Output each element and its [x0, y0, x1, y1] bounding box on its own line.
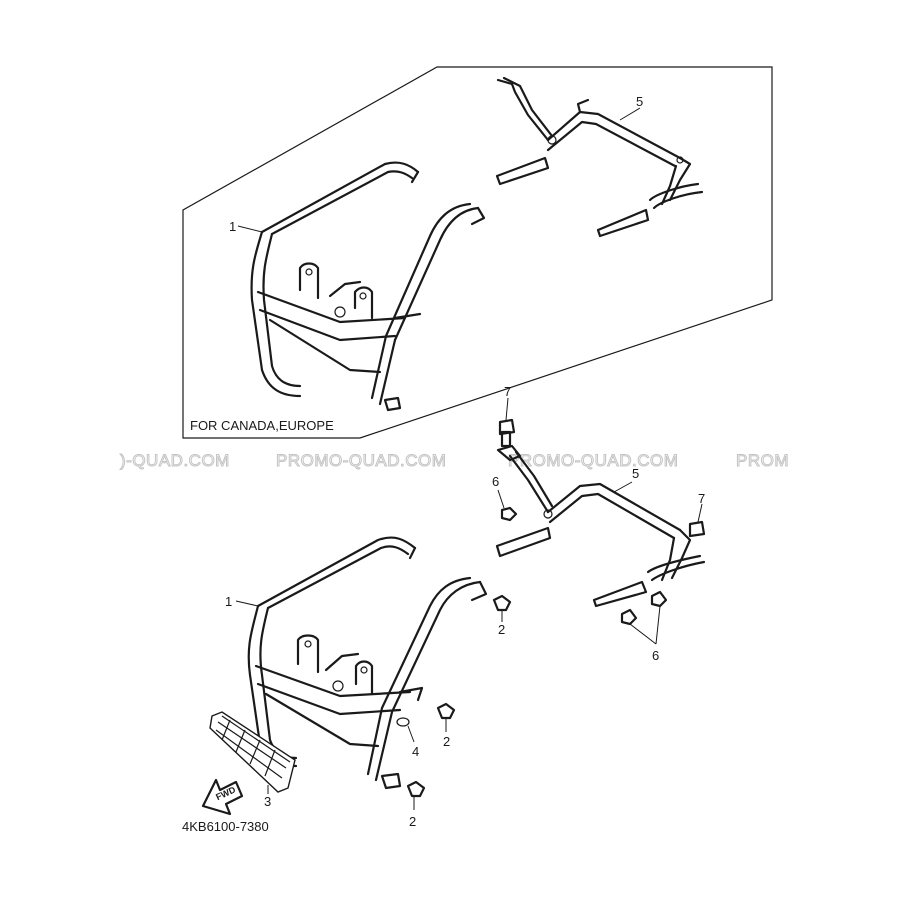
watermark-band: )-QUAD.COM PROMO-QUAD.COM PROMO-QUAD.COM… — [120, 451, 790, 471]
bolt-bottom-callout: 2 — [409, 814, 416, 829]
rear-rack: 5 — [495, 430, 706, 608]
inset-guard-callout: 1 — [229, 219, 236, 234]
grille-callout: 3 — [264, 794, 271, 809]
inset-rack-callout: 5 — [636, 94, 643, 109]
nut-right: 6 — [620, 590, 668, 663]
rack-callout: 5 — [632, 466, 639, 481]
bolt-mid: 2 — [436, 702, 456, 749]
washer: 4 — [396, 717, 419, 759]
washer-callout: 4 — [412, 744, 419, 759]
cap-right-callout: 7 — [698, 491, 705, 506]
nut-left-callout: 6 — [492, 474, 499, 489]
bolt-bottom: 2 — [406, 780, 426, 829]
region-note: FOR CANADA,EUROPE — [190, 418, 334, 433]
watermark-right: PROMO-QUAD.COM — [508, 451, 678, 470]
bolt-top: 2 — [492, 594, 512, 637]
bolt-mid-callout: 2 — [443, 734, 450, 749]
cap-left-callout: 7 — [504, 384, 511, 399]
watermark-edge: PROM — [736, 451, 789, 470]
watermark-left: )-QUAD.COM — [120, 451, 230, 470]
cap-right: 7 — [688, 491, 705, 538]
bolt-top-callout: 2 — [498, 622, 505, 637]
nut-left: 6 — [492, 474, 518, 522]
part-code: 4KB6100-7380 — [182, 819, 269, 834]
inset-rear-rack: 5 — [495, 76, 704, 238]
forward-arrow-icon: FWD — [201, 778, 244, 816]
grille: 3 — [209, 711, 296, 809]
inset-panel: FOR CANADA,EUROPE — [182, 66, 773, 439]
watermark-mid: PROMO-QUAD.COM — [276, 451, 446, 470]
guard-callout: 1 — [225, 594, 232, 609]
inset-front-guard: 1 — [229, 161, 486, 412]
nut-right-callout: 6 — [652, 648, 659, 663]
cap-left: 7 — [498, 384, 516, 436]
